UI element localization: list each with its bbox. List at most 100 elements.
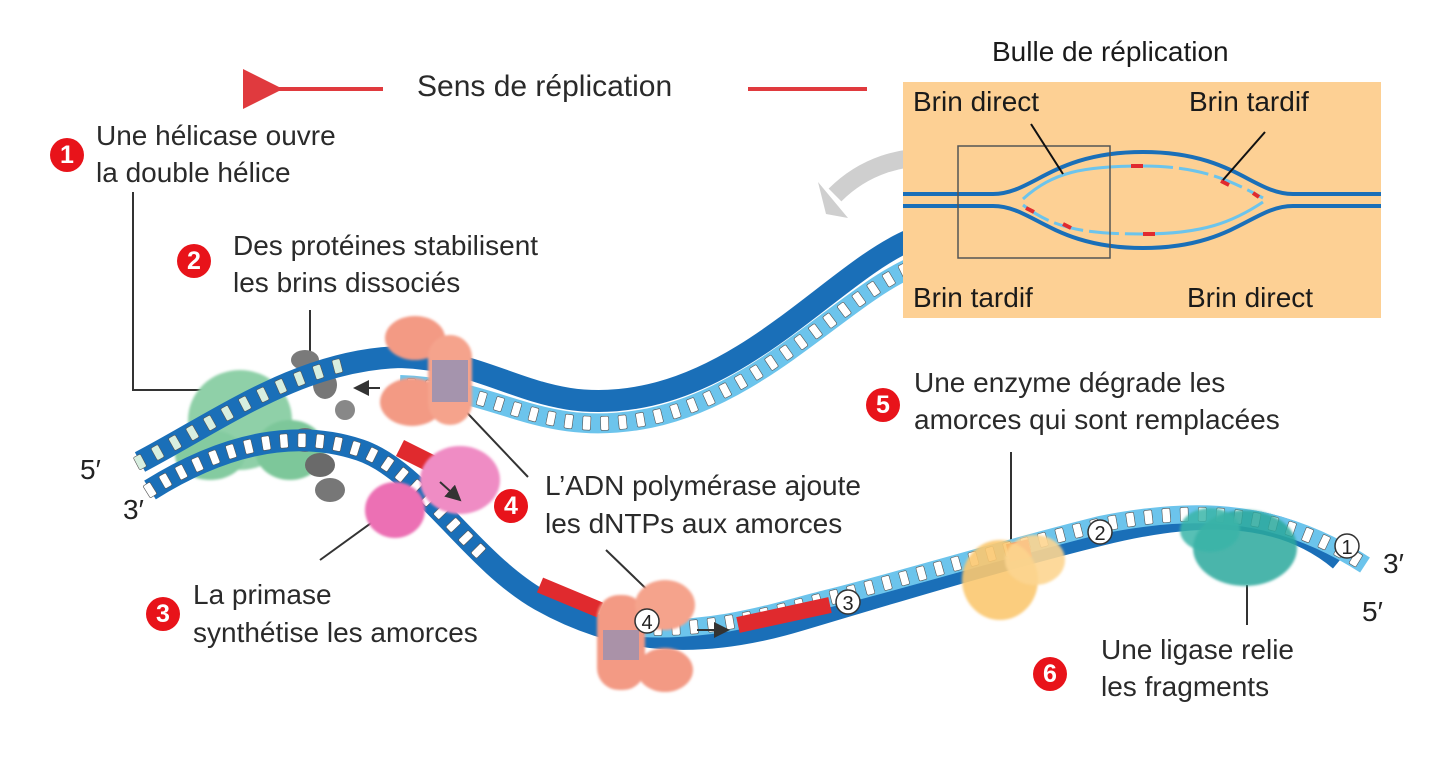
step-badge-4: 4 xyxy=(494,489,528,523)
polymerase-active-site xyxy=(603,630,639,660)
base-pair xyxy=(225,443,237,460)
step-2-line-1: Des protéines stabilisent xyxy=(233,230,539,261)
base-pair xyxy=(349,440,361,457)
base-pair xyxy=(365,447,379,463)
svg-text:2: 2 xyxy=(1094,523,1105,545)
zoom-arrow-head xyxy=(818,182,848,218)
base-pair xyxy=(749,364,764,381)
fragment-marker-2: 2 xyxy=(1087,519,1113,545)
base-pair xyxy=(866,281,881,297)
dna-polymerase-leading xyxy=(380,316,472,426)
base-pair xyxy=(1317,534,1331,551)
ligase-protein xyxy=(1180,508,1297,586)
step-badge-5: 5 xyxy=(866,388,900,422)
base-pair xyxy=(238,395,252,412)
base-pair xyxy=(527,406,540,423)
step-1-line-2: la double hélice xyxy=(96,157,291,188)
strand-end-right-top: 3′ xyxy=(1383,548,1404,579)
step-badge-3: 3 xyxy=(146,597,180,631)
base-pair xyxy=(933,560,945,577)
leader-line-helicase xyxy=(132,192,214,391)
polymerase-active-site xyxy=(432,360,468,402)
base-pair xyxy=(493,396,505,412)
base-pair xyxy=(331,358,343,375)
bubble-drawing xyxy=(903,123,1381,259)
base-pair xyxy=(563,413,574,430)
base-pair xyxy=(686,397,699,414)
base-pair xyxy=(881,575,893,591)
direction-label: Sens de réplication xyxy=(417,70,673,103)
base-pair xyxy=(582,415,592,431)
base-pair xyxy=(822,312,837,329)
base-pair xyxy=(734,373,748,390)
base-pair xyxy=(256,386,270,403)
base-pair xyxy=(652,408,664,424)
base-pair xyxy=(718,382,732,399)
base-pair xyxy=(174,464,188,481)
step-3-line-2: synthétise les amorces xyxy=(193,617,478,648)
base-pair xyxy=(689,619,699,635)
strand-end-right-bottom: 5′ xyxy=(1362,596,1383,627)
base-pair xyxy=(380,456,395,472)
step-badge-2: 2 xyxy=(177,244,211,278)
base-pair xyxy=(279,433,289,449)
bubble-label-bottom-right: Brin direct xyxy=(1187,282,1314,313)
base-pair xyxy=(191,456,204,473)
base-pair xyxy=(260,435,272,451)
bubble-title: Bulle de réplication xyxy=(992,36,1229,67)
base-pair xyxy=(950,555,962,572)
base-pair xyxy=(445,517,461,533)
base-pair xyxy=(793,334,808,350)
base-pair xyxy=(837,302,852,318)
base-pair xyxy=(764,354,779,371)
base-pair xyxy=(851,291,866,307)
base-pair xyxy=(475,391,488,407)
base-pair xyxy=(185,424,200,441)
primase-arrow xyxy=(439,481,462,502)
step-4-line-1: L’ADN polymérase ajoute xyxy=(545,470,861,501)
base-pair xyxy=(168,434,182,451)
base-pair xyxy=(133,454,147,470)
base-pair xyxy=(882,271,896,288)
base-pair xyxy=(203,415,217,431)
base-pair xyxy=(312,364,325,380)
strand-end-left-top: 5′ xyxy=(80,454,101,485)
step-5-line-2: amorces qui sont remplacées xyxy=(914,404,1280,435)
step-6-line-2: les fragments xyxy=(1101,671,1270,702)
base-pair xyxy=(220,405,234,422)
base-pair xyxy=(471,543,486,559)
base-pair xyxy=(150,444,165,461)
base-pair xyxy=(600,415,610,431)
base-pair xyxy=(1125,511,1136,528)
base-pair xyxy=(915,565,928,582)
base-pair xyxy=(1054,527,1066,543)
step-1-line-1: Une hélicase ouvre xyxy=(96,120,336,151)
base-pair xyxy=(394,467,410,483)
svg-text:3: 3 xyxy=(842,593,853,615)
base-pair xyxy=(779,344,794,361)
base-pair xyxy=(1161,507,1172,523)
fragment-marker-3: 3 xyxy=(835,589,861,615)
fragment-marker-4: 4 xyxy=(634,608,660,634)
base-pair xyxy=(274,378,288,395)
bubble-label-bottom-left: Brin tardif xyxy=(913,282,1033,313)
replication-bubble-inset: Brin direct Brin tardif Brin tardif Brin… xyxy=(903,82,1381,318)
base-pair xyxy=(143,482,157,498)
base-pair xyxy=(208,449,221,466)
base-pair xyxy=(332,436,344,452)
svg-text:1: 1 xyxy=(1341,537,1352,559)
step-2-line-2: les brins dissociés xyxy=(233,267,461,298)
base-pair xyxy=(1072,522,1084,539)
svg-text:4: 4 xyxy=(641,612,652,634)
base-pair xyxy=(293,370,306,387)
bubble-label-top-right: Brin tardif xyxy=(1189,86,1309,117)
step-3-line-1: La primase xyxy=(193,579,332,610)
base-pair xyxy=(702,390,716,407)
base-pair xyxy=(458,530,474,546)
primer-segment xyxy=(736,597,832,633)
step-badge-1: 1 xyxy=(50,138,84,172)
step-badge-6: 6 xyxy=(1033,657,1067,691)
base-pair xyxy=(1143,509,1154,525)
primer-segment xyxy=(536,577,604,618)
